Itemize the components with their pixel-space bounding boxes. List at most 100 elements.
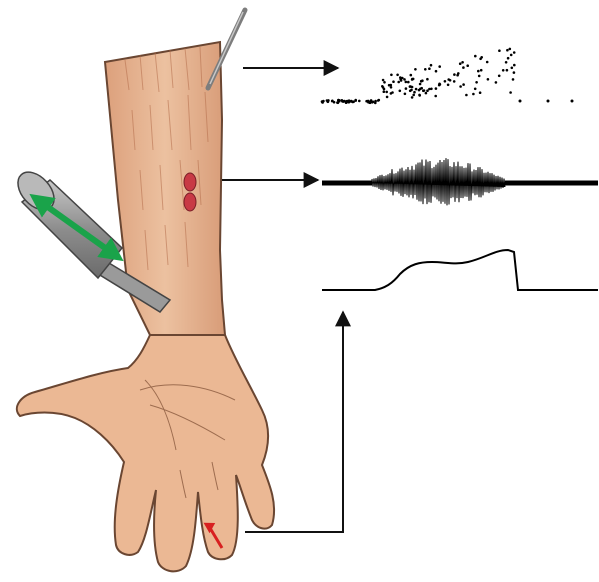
spike-dot [438,65,441,68]
spike-dot [510,54,513,57]
spike-dot [372,101,375,104]
spike-dot [466,64,469,67]
emg-burst [372,158,505,205]
spike-dot [444,80,447,83]
spike-dot [337,99,340,102]
spike-dot [399,76,402,79]
spike-dot [447,78,450,81]
spike-dot [486,61,489,64]
spike-dot [358,100,361,103]
surface-emg-electrode-icon [184,173,196,191]
spike-dot [509,91,512,94]
spike-dot [396,74,399,77]
spike-dot [459,85,462,88]
spike-dot [419,88,422,91]
spike-dot [413,91,416,94]
spike-dot [453,80,456,83]
spike-dot [426,78,429,81]
spike-dot [487,78,490,81]
spike-dot [430,64,433,67]
spike-dot [511,67,514,70]
spike-dot [383,81,386,84]
spike-dot [434,95,437,98]
surface-emg-electrode-icon [184,193,196,211]
spike-dot [425,92,428,95]
spike-dot [397,81,400,84]
spike-dot [354,99,357,102]
spike-dot [477,70,480,73]
spike-dot [383,90,386,93]
spike-dot [331,100,334,103]
emg-trace [322,158,598,205]
spike-dot [513,51,516,54]
spike-dot [399,90,402,93]
spike-dot [405,81,408,84]
spike-dot [409,85,412,88]
spike-dot [474,88,477,91]
spike-dot [385,91,388,94]
spike-dot [472,93,475,96]
spike-dot [435,70,438,73]
spike-dot [447,84,450,87]
spike-dot [346,100,349,103]
spike-dot [571,100,574,103]
spike-dot [474,55,477,58]
spike-dot [438,83,441,86]
spike-dot [390,92,393,95]
spike-dot [423,89,426,92]
spike-dot [547,100,550,103]
spike-dot [465,94,468,97]
spike-dot [383,88,386,91]
spike-dot [461,61,464,64]
spike-dot [513,64,516,67]
spike-dot [505,61,508,64]
spike-dot [478,75,481,78]
spike-dot [428,67,431,70]
spike-dot [479,91,482,94]
hand [17,335,274,571]
spike-dot [507,57,510,60]
spike-dot [414,68,417,71]
spike-dot [390,86,393,89]
spike-dot [400,79,403,82]
spike-dot [419,83,422,86]
spike-dot [341,100,344,103]
spike-dot [386,96,389,99]
spike-dot [506,69,509,72]
spike-dot [378,99,381,102]
spike-dot [374,100,377,103]
spike-dot [411,78,414,81]
spike-dot [435,87,438,90]
spike-dot [405,87,408,90]
spike-dot [498,49,501,52]
spike-dot [513,71,516,74]
spike-dot [381,85,384,88]
spike-dot [498,75,501,78]
spike-dot [411,96,414,99]
spike-raster-trace [321,48,574,105]
spike-dot [390,74,393,77]
force-trace [322,250,598,290]
spike-dot [388,84,391,87]
spike-dot [480,56,483,59]
spike-dot [369,101,372,104]
spike-dot [415,88,418,91]
spike-dot [350,100,353,103]
spike-dot [475,81,478,84]
spike-dot [321,101,324,104]
spike-dot [495,81,498,84]
spike-dot [410,89,413,92]
spike-dot [420,80,423,83]
spike-dot [428,88,431,91]
spike-dot [404,93,407,96]
spike-dot [512,78,515,81]
spike-dot [519,100,522,103]
spike-dot [462,66,465,69]
spike-dot [424,68,427,71]
spike-dot [403,78,406,81]
spike-dot [502,69,505,72]
spike-dot [462,83,465,86]
spike-dot [418,94,421,97]
spike-dot [392,80,395,83]
